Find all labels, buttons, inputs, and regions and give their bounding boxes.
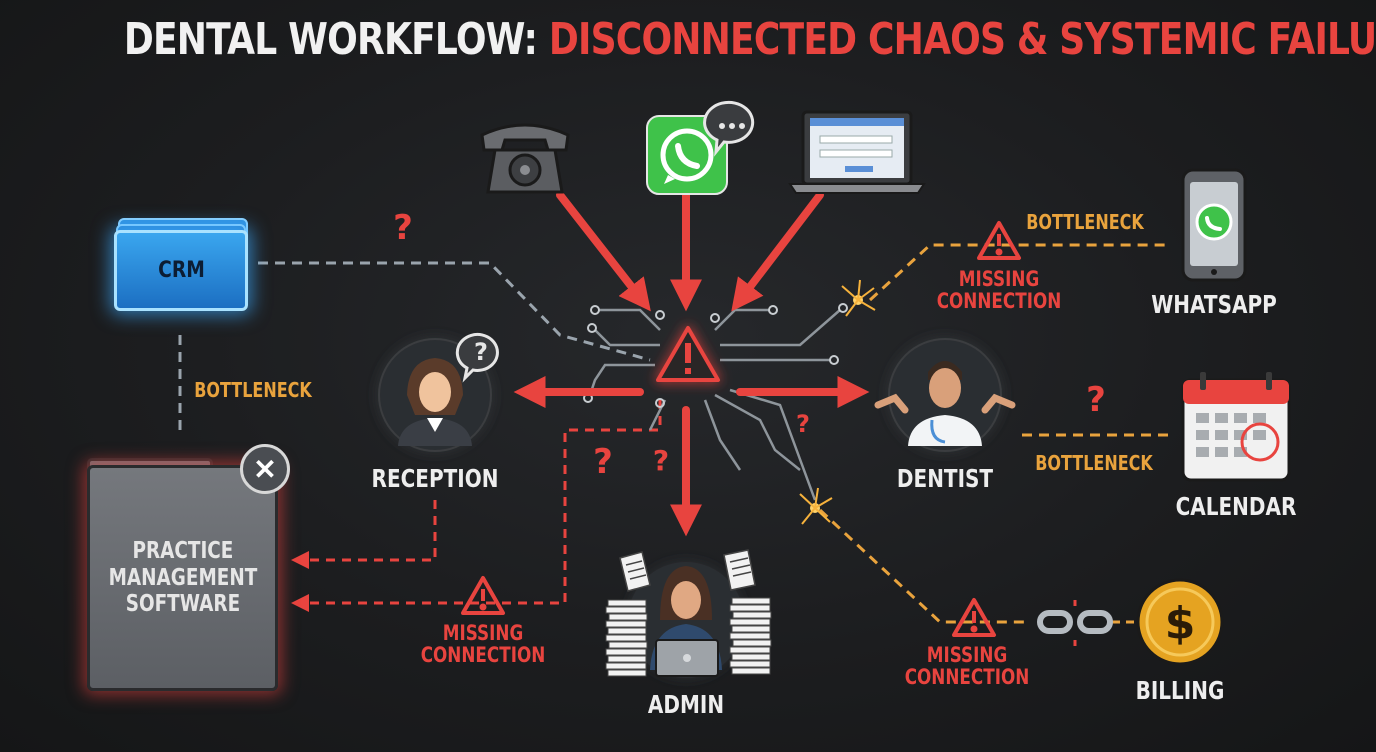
warning-icon-billing [952,598,996,637]
connector-hub-billing [818,508,1030,624]
whatsapp-label: WHATSAPP [1151,290,1277,319]
billing-label: BILLING [1135,676,1225,705]
outbound-arrows [513,376,870,537]
inbound-arrows [556,191,824,312]
spark-icon [799,279,876,525]
connector-crm-hub [258,261,651,362]
coin-icon: $ [1136,578,1224,666]
connector-hub-pms [291,400,662,612]
question-mark-calendar: ? [1086,380,1106,420]
reception-avatar-icon: ? [378,333,499,452]
telephone-icon [480,123,570,194]
title-part-1: DENTAL WORKFLOW: [123,14,538,65]
missing-connection-label-whatsapp: MISSING CONNECTION [936,267,1062,314]
paper-stack-left-icon [605,599,648,677]
bottleneck-label-crm: BOTTLENECK [194,378,312,402]
calendar-icon [1181,372,1291,482]
dentist-label: DENTIST [896,464,994,493]
broken-link-icon [1037,600,1113,646]
connector-reception-pms [291,500,437,569]
bottleneck-label-whatsapp: BOTTLENECK [1026,210,1144,234]
admin-label: ADMIN [647,690,725,719]
reception-label: RECEPTION [371,464,499,493]
pms-node[interactable]: PRACTICE MANAGEMENT SOFTWARE [87,465,278,691]
laptop-icon [788,110,926,194]
crm-node[interactable]: CRM [114,230,248,311]
whatsapp-icon [646,100,755,195]
warning-icon-pms [461,576,505,615]
question-mark-crm: ? [393,208,413,248]
title-part-2: DISCONNECTED CHAOS & SYSTEMIC FAILURE [548,14,1376,65]
svg-text:$: $ [1165,598,1196,649]
warning-icon-whatsapp [977,221,1021,260]
smartphone-icon [1181,168,1247,282]
missing-connection-label-pms: MISSING CONNECTION [420,621,546,668]
svg-text:?: ? [474,338,488,366]
missing-connection-label-billing: MISSING CONNECTION [904,643,1030,690]
question-mark-hub-right: ? [796,410,810,438]
admin-avatar-icon [628,562,744,678]
connector-hub-whatsapp [868,243,1168,302]
flying-paper-icons [619,549,756,592]
bottleneck-label-calendar: BOTTLENECK [1035,451,1153,475]
dentist-avatar-icon [874,338,1016,452]
close-icon[interactable]: ✕ [240,444,290,494]
pms-label: PRACTICE MANAGEMENT SOFTWARE [108,538,257,618]
question-mark-hub-center: ? [652,444,670,477]
question-mark-hub-left: ? [593,442,613,482]
crm-label: CRM [157,258,205,283]
circuit-traces [588,308,841,501]
circuit-nodes [583,303,848,408]
paper-stack-right-icon [729,597,772,675]
calendar-label: CALENDAR [1175,492,1297,521]
hub-warning-icon [656,326,720,382]
page-title: DENTAL WORKFLOW: DISCONNECTED CHAOS & SY… [123,14,1376,65]
